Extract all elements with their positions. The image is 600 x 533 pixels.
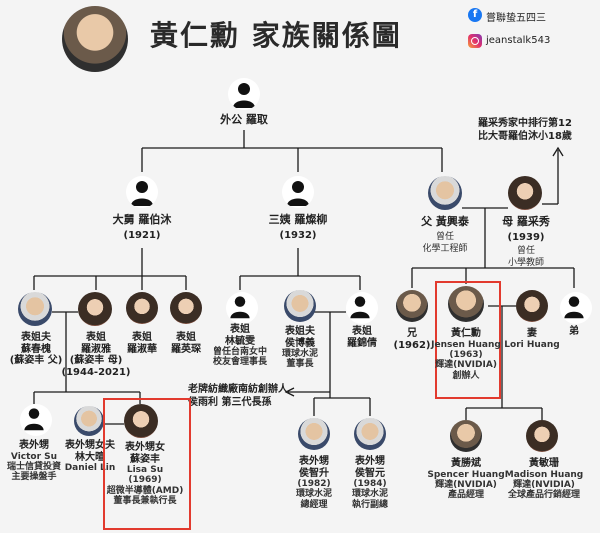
instagram-icon (468, 34, 482, 48)
aunt3-year: (1932) (279, 230, 317, 241)
lori-label: 妻 Lori Huang (504, 328, 560, 350)
father-role2: 化學工程師 (422, 244, 468, 254)
person-silhouette-icon (226, 292, 258, 324)
su-chunhuai-label: 表姐夫 蘇春槐 (蘇姿丰 父) (9, 332, 63, 366)
father-name: 父 黃興泰 (421, 215, 469, 228)
luo-yingcai-photo (170, 292, 202, 324)
hou-note-line1: 老牌紡織廠南紡創辦人 (188, 384, 288, 395)
person-silhouette-icon (20, 404, 52, 436)
hou-zhisheng-photo (298, 418, 330, 450)
mother-note-line1: 羅采秀家中排行第12 (478, 118, 572, 129)
lisa-highlight-box (103, 398, 191, 530)
madison-label: 黃敏珊 Madison Huang 輝達(NVIDIA) 全球產品行銷經理 (504, 458, 584, 501)
mother-year: (1939) (507, 232, 545, 243)
elder-brother-photo (396, 290, 428, 322)
person-silhouette-icon (346, 292, 378, 324)
lisa-photo (124, 404, 158, 438)
mother-role2: 小學教師 (507, 258, 545, 268)
spencer-photo (450, 420, 482, 452)
person-silhouette-icon (126, 176, 158, 208)
jensen-photo (448, 286, 484, 322)
spencer-label: 黃勝斌 Spencer Huang 輝達(NVIDIA) 產品經理 (427, 458, 505, 501)
elder-brother-label: 兄 (1962) (393, 328, 431, 351)
lisa-label: 表外甥女 蘇姿丰 Lisa Su (1969) 超微半導體(AMD) 董事長兼執… (106, 442, 184, 507)
father-role1: 曾任 (435, 232, 455, 242)
grandfather-name: 外公 羅取 (220, 113, 268, 126)
lin-dali-photo (74, 406, 104, 436)
father-photo (428, 176, 462, 210)
hou-note-line2: 侯雨利 第三代長孫 (188, 396, 272, 408)
aunt3-name: 三姨 羅燦柳 (268, 213, 328, 226)
jensen-header-portrait (62, 6, 128, 72)
uncle-name: 大舅 羅伯沐 (112, 213, 172, 226)
page-title: 黃仁勳 家族關係圖 (150, 19, 402, 52)
person-silhouette-icon (228, 78, 260, 110)
hou-boyi-label: 表姐夫 侯博義 環球水泥 董事長 (281, 326, 319, 370)
victor-label: 表外甥 Victor Su 瑞士信貸投資 主要操盤手 (6, 440, 62, 483)
jensen-highlight-box (435, 281, 501, 399)
lori-photo (516, 290, 548, 322)
hou-zhiyuan-photo (354, 418, 386, 450)
luo-shuya-label: 表姐 羅淑雅 (蘇姿丰 母) (1944-2021) (61, 332, 131, 378)
mother-name: 母 羅采秀 (502, 215, 550, 228)
luo-yingcai-label: 表姐 羅英琛 (171, 332, 201, 355)
su-chunhuai-photo (18, 292, 52, 326)
facebook-icon: f (468, 8, 482, 22)
hou-zhiyuan-label: 表外甥 侯智元 (1984) 環球水泥 執行副總 (351, 456, 389, 510)
uncle-year: (1921) (123, 230, 161, 241)
person-silhouette-icon (560, 292, 592, 324)
mother-photo (508, 176, 542, 210)
mother-note: 羅采秀家中排行第12 比大哥羅伯沐小18歲 (478, 118, 572, 143)
luo-shuhua-photo (126, 292, 158, 324)
facebook-handle: 嘗聯蛰五四三 (486, 13, 546, 24)
lin-yuwen-label: 表姐 林毓雯 曾任台南女中 校友會理事長 (212, 324, 268, 368)
madison-photo (526, 420, 558, 452)
luo-jingqian-label: 表姐 羅錦倩 (347, 326, 377, 349)
luo-shuhua-label: 表姐 羅淑華 (127, 332, 157, 355)
hou-boyi-photo (284, 290, 316, 322)
luo-shuya-photo (78, 292, 112, 326)
person-silhouette-icon (282, 176, 314, 208)
hou-zhisheng-label: 表外甥 侯智升 (1982) 環球水泥 總經理 (295, 456, 333, 510)
younger-brother-label: 弟 (569, 326, 579, 337)
mother-note-line2: 比大哥羅伯沐小18歲 (478, 130, 572, 142)
lin-dali-label: 表外甥女夫 林大暄 Daniel Lin (64, 440, 116, 473)
mother-role1: 曾任 (516, 246, 536, 256)
instagram-handle: jeanstalk543 (486, 35, 551, 46)
jensen-label: 黃仁勳 Jensen Huang (1963) 輝達(NVIDIA) 創辦人 (431, 328, 501, 381)
hou-note: 老牌紡織廠南紡創辦人 侯雨利 第三代長孫 (188, 384, 288, 409)
